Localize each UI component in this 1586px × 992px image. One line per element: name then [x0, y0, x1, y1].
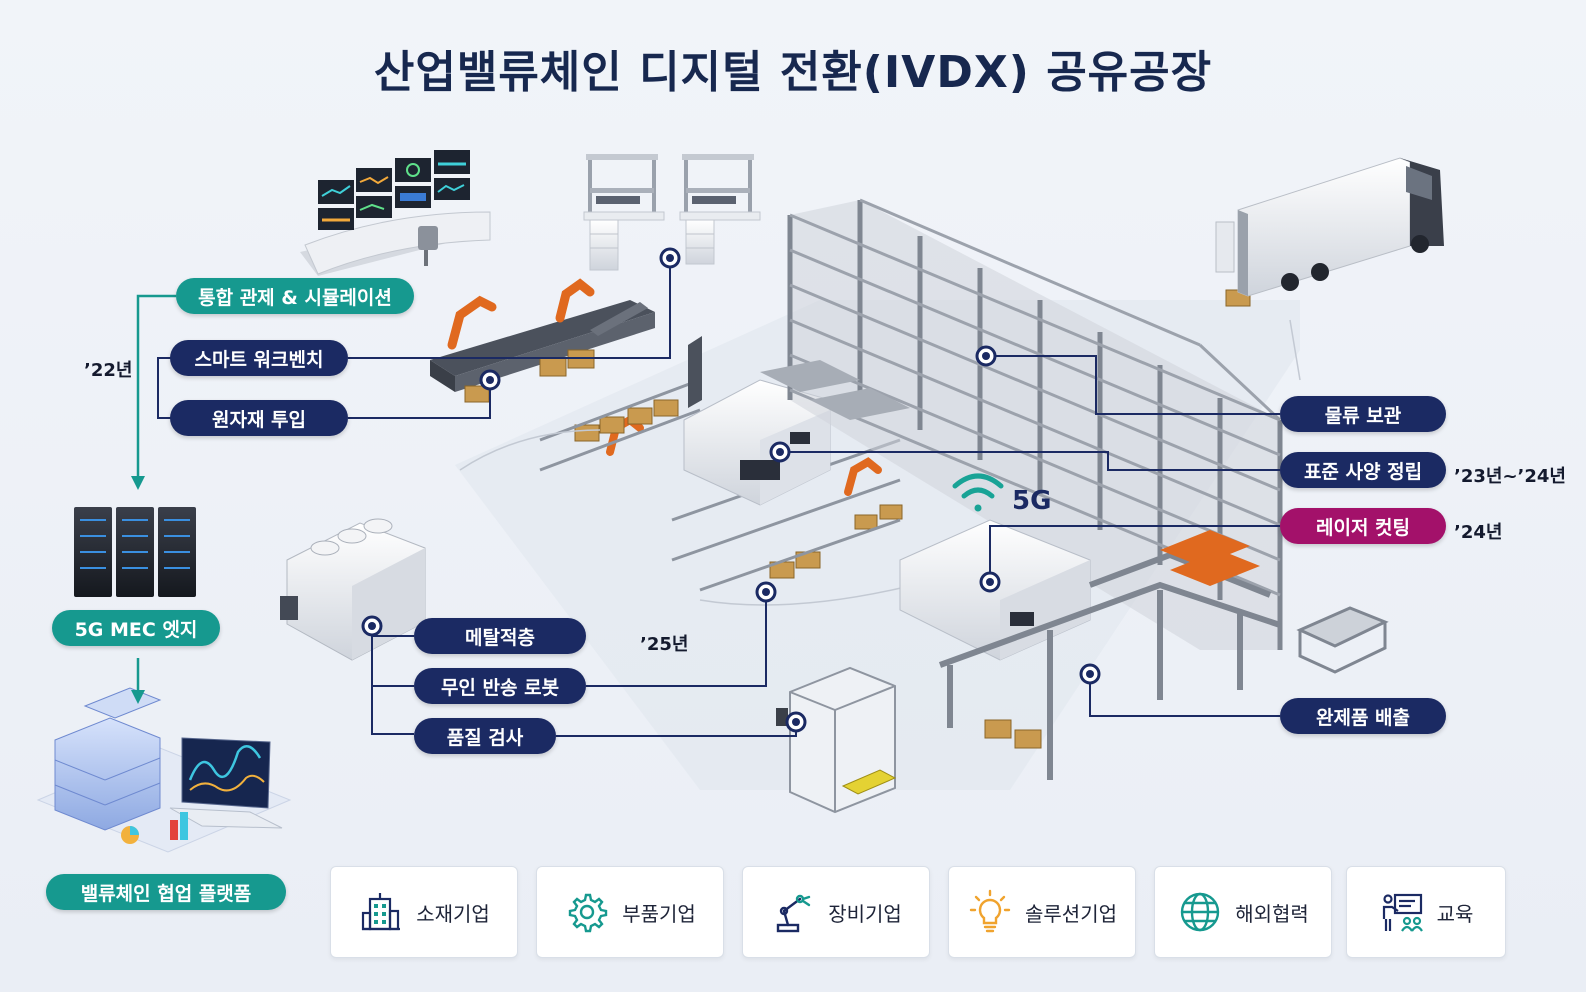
workbenches: [583, 154, 761, 271]
wifi-5g-icon: [952, 473, 1004, 512]
globe-icon: [1180, 892, 1220, 932]
quality-inspection-label: 품질 검사: [414, 718, 556, 754]
smart-workbench-label: 스마트 워크벤치: [170, 340, 348, 376]
partner-label: 소재기업: [416, 901, 490, 926]
partner-card-solutions: 솔루션기업: [948, 866, 1136, 958]
quality-inspection-cell: [776, 666, 897, 814]
lightbulb-icon: [969, 889, 1011, 933]
cargo-boxes: [464, 289, 1251, 749]
mec-edge-servers: [74, 507, 196, 597]
partner-card-materials: 소재기업: [330, 866, 518, 958]
collab-platform-illustration: [36, 687, 292, 853]
partner-card-parts: 부품기업: [536, 866, 724, 958]
partner-card-equipment: 장비기업: [742, 866, 930, 958]
control-room: [300, 150, 491, 276]
cnc-machine: [683, 336, 831, 506]
partner-card-education: 교육: [1346, 866, 1506, 958]
standard-spec-label: 표준 사양 정립: [1280, 452, 1446, 488]
node-markers: [361, 247, 1101, 733]
year-2025: ’25년: [640, 634, 689, 655]
partner-label: 솔루션기업: [1025, 901, 1117, 926]
logistics-storage-label: 물류 보관: [1280, 396, 1446, 432]
partner-label: 교육: [1436, 901, 1474, 926]
timeline-arrows: [136, 294, 176, 692]
laser-cutting-label: 레이저 컷팅: [1280, 508, 1446, 544]
metal-additive-machine: [280, 518, 426, 661]
integrated-control-label: 통합 관제 & 시뮬레이션: [176, 278, 414, 314]
teacher-icon: [1382, 893, 1423, 932]
robot-arm-icon: [776, 894, 811, 933]
year-2022: ’22년: [84, 360, 133, 381]
year-2023-2024: ’23년~’24년: [1454, 466, 1566, 487]
partner-label: 장비기업: [828, 901, 902, 926]
connector-lines: [348, 258, 1280, 737]
scrap-rack: [1296, 606, 1389, 674]
output-gantry: [938, 551, 1281, 780]
partner-label: 부품기업: [622, 901, 696, 926]
5g-label: 5G: [1012, 486, 1052, 516]
collab-platform-label: 밸류체인 협업 플랫폼: [46, 874, 286, 910]
mec-edge-label: 5G MEC 엣지: [52, 610, 220, 646]
partner-label: 해외협력: [1235, 901, 1309, 926]
year-2024: ’24년: [1454, 522, 1503, 543]
orange-material-sheets: [1160, 530, 1260, 586]
arrowheads: [131, 476, 145, 704]
delivery-truck: [1215, 157, 1444, 297]
agv-robot-label: 무인 반송 로봇: [414, 668, 586, 704]
gear-icon: [568, 893, 608, 933]
page-title: 산업밸류체인 디지털 전환(IVDX) 공유공장: [373, 47, 1213, 98]
partner-card-global: 해외협력: [1154, 866, 1332, 958]
building-icon: [362, 893, 401, 931]
raw-material-input-label: 원자재 투입: [170, 400, 348, 436]
product-discharge-label: 완제품 배출: [1280, 698, 1446, 734]
metal-additive-label: 메탈적층: [414, 618, 586, 654]
